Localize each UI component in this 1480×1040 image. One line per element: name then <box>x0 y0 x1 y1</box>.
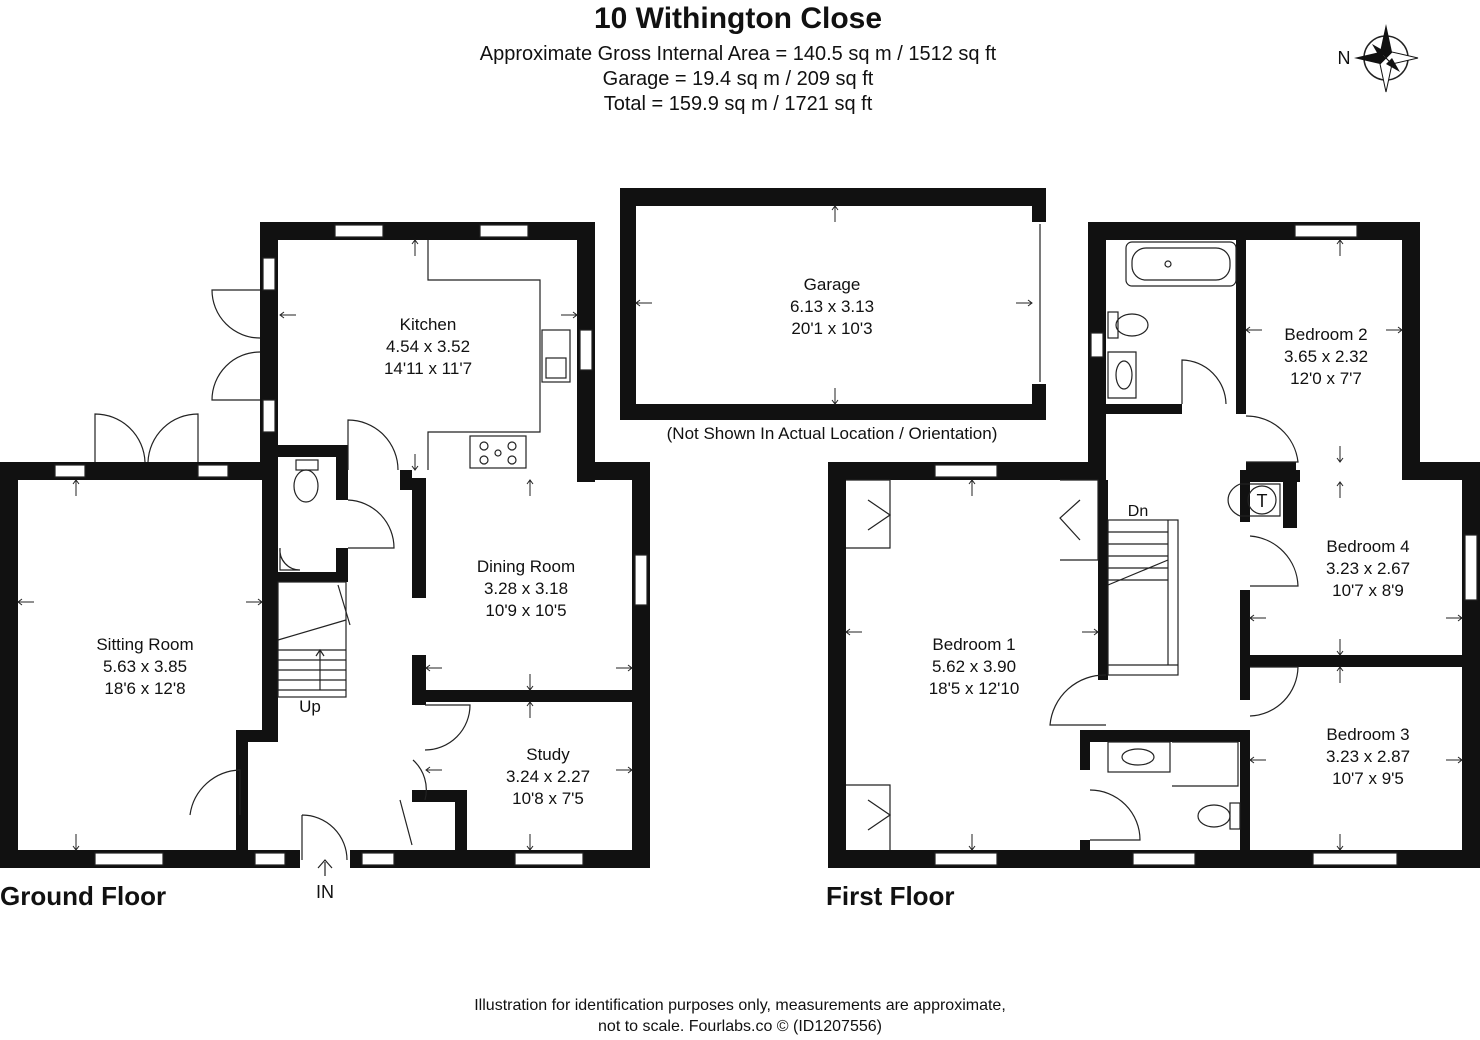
bedroom1-metric: 5.62 x 3.90 <box>932 657 1016 676</box>
sitting-room-imperial: 18'6 x 12'8 <box>104 679 185 698</box>
bedroom2-imperial: 12'0 x 7'7 <box>1290 369 1362 388</box>
bedroom3-name: Bedroom 3 <box>1326 725 1409 744</box>
garage-location-note: (Not Shown In Actual Location / Orientat… <box>667 424 998 443</box>
first-floor-title: First Floor <box>826 881 955 911</box>
bedroom4-metric: 3.23 x 2.67 <box>1326 559 1410 578</box>
garage-area-line: Garage = 19.4 sq m / 209 sq ft <box>603 68 874 90</box>
bedroom4-imperial: 10'7 x 8'9 <box>1332 581 1404 600</box>
total-area-line: Total = 159.9 sq m / 1721 sq ft <box>604 93 873 115</box>
kitchen-imperial: 14'11 x 11'7 <box>384 359 472 378</box>
dining-room-name: Dining Room <box>477 557 575 576</box>
kitchen-metric: 4.54 x 3.52 <box>386 337 470 356</box>
bedroom4-name: Bedroom 4 <box>1326 537 1409 556</box>
garage-plan <box>620 188 1046 420</box>
bedroom2-name: Bedroom 2 <box>1284 325 1367 344</box>
study-imperial: 10'8 x 7'5 <box>512 789 584 808</box>
garage-imperial: 20'1 x 10'3 <box>791 319 872 338</box>
gross-area-line: Approximate Gross Internal Area = 140.5 … <box>480 43 997 65</box>
sitting-room-name: Sitting Room <box>96 635 193 654</box>
stairs-down-label: Dn <box>1128 503 1148 520</box>
disclaimer-line-2: not to scale. Fourlabs.co © (ID1207556) <box>598 1018 882 1035</box>
sitting-room-metric: 5.63 x 3.85 <box>103 657 187 676</box>
stairs-up-label: Up <box>299 697 321 716</box>
first-floor-plan <box>828 222 1480 868</box>
bedroom3-metric: 3.23 x 2.87 <box>1326 747 1410 766</box>
bedroom1-imperial: 18'5 x 12'10 <box>929 679 1020 698</box>
garage-name: Garage <box>804 275 861 294</box>
kitchen-name: Kitchen <box>400 315 457 334</box>
study-name: Study <box>526 745 570 764</box>
water-tank-label: T <box>1257 491 1268 511</box>
bedroom1-name: Bedroom 1 <box>932 635 1015 654</box>
study-metric: 3.24 x 2.27 <box>506 767 590 786</box>
property-title: 10 Withington Close <box>594 2 882 35</box>
dining-room-imperial: 10'9 x 10'5 <box>485 601 566 620</box>
compass-north-label: N <box>1338 48 1351 68</box>
ground-floor-title: Ground Floor <box>0 881 166 911</box>
ground-floor-plan <box>0 222 650 876</box>
disclaimer-line-1: Illustration for identification purposes… <box>474 997 1006 1014</box>
bedroom3-imperial: 10'7 x 9'5 <box>1332 769 1404 788</box>
bedroom2-metric: 3.65 x 2.32 <box>1284 347 1368 366</box>
compass-icon <box>1354 24 1419 93</box>
garage-metric: 6.13 x 3.13 <box>790 297 874 316</box>
entrance-label: IN <box>316 882 334 902</box>
dining-room-metric: 3.28 x 3.18 <box>484 579 568 598</box>
